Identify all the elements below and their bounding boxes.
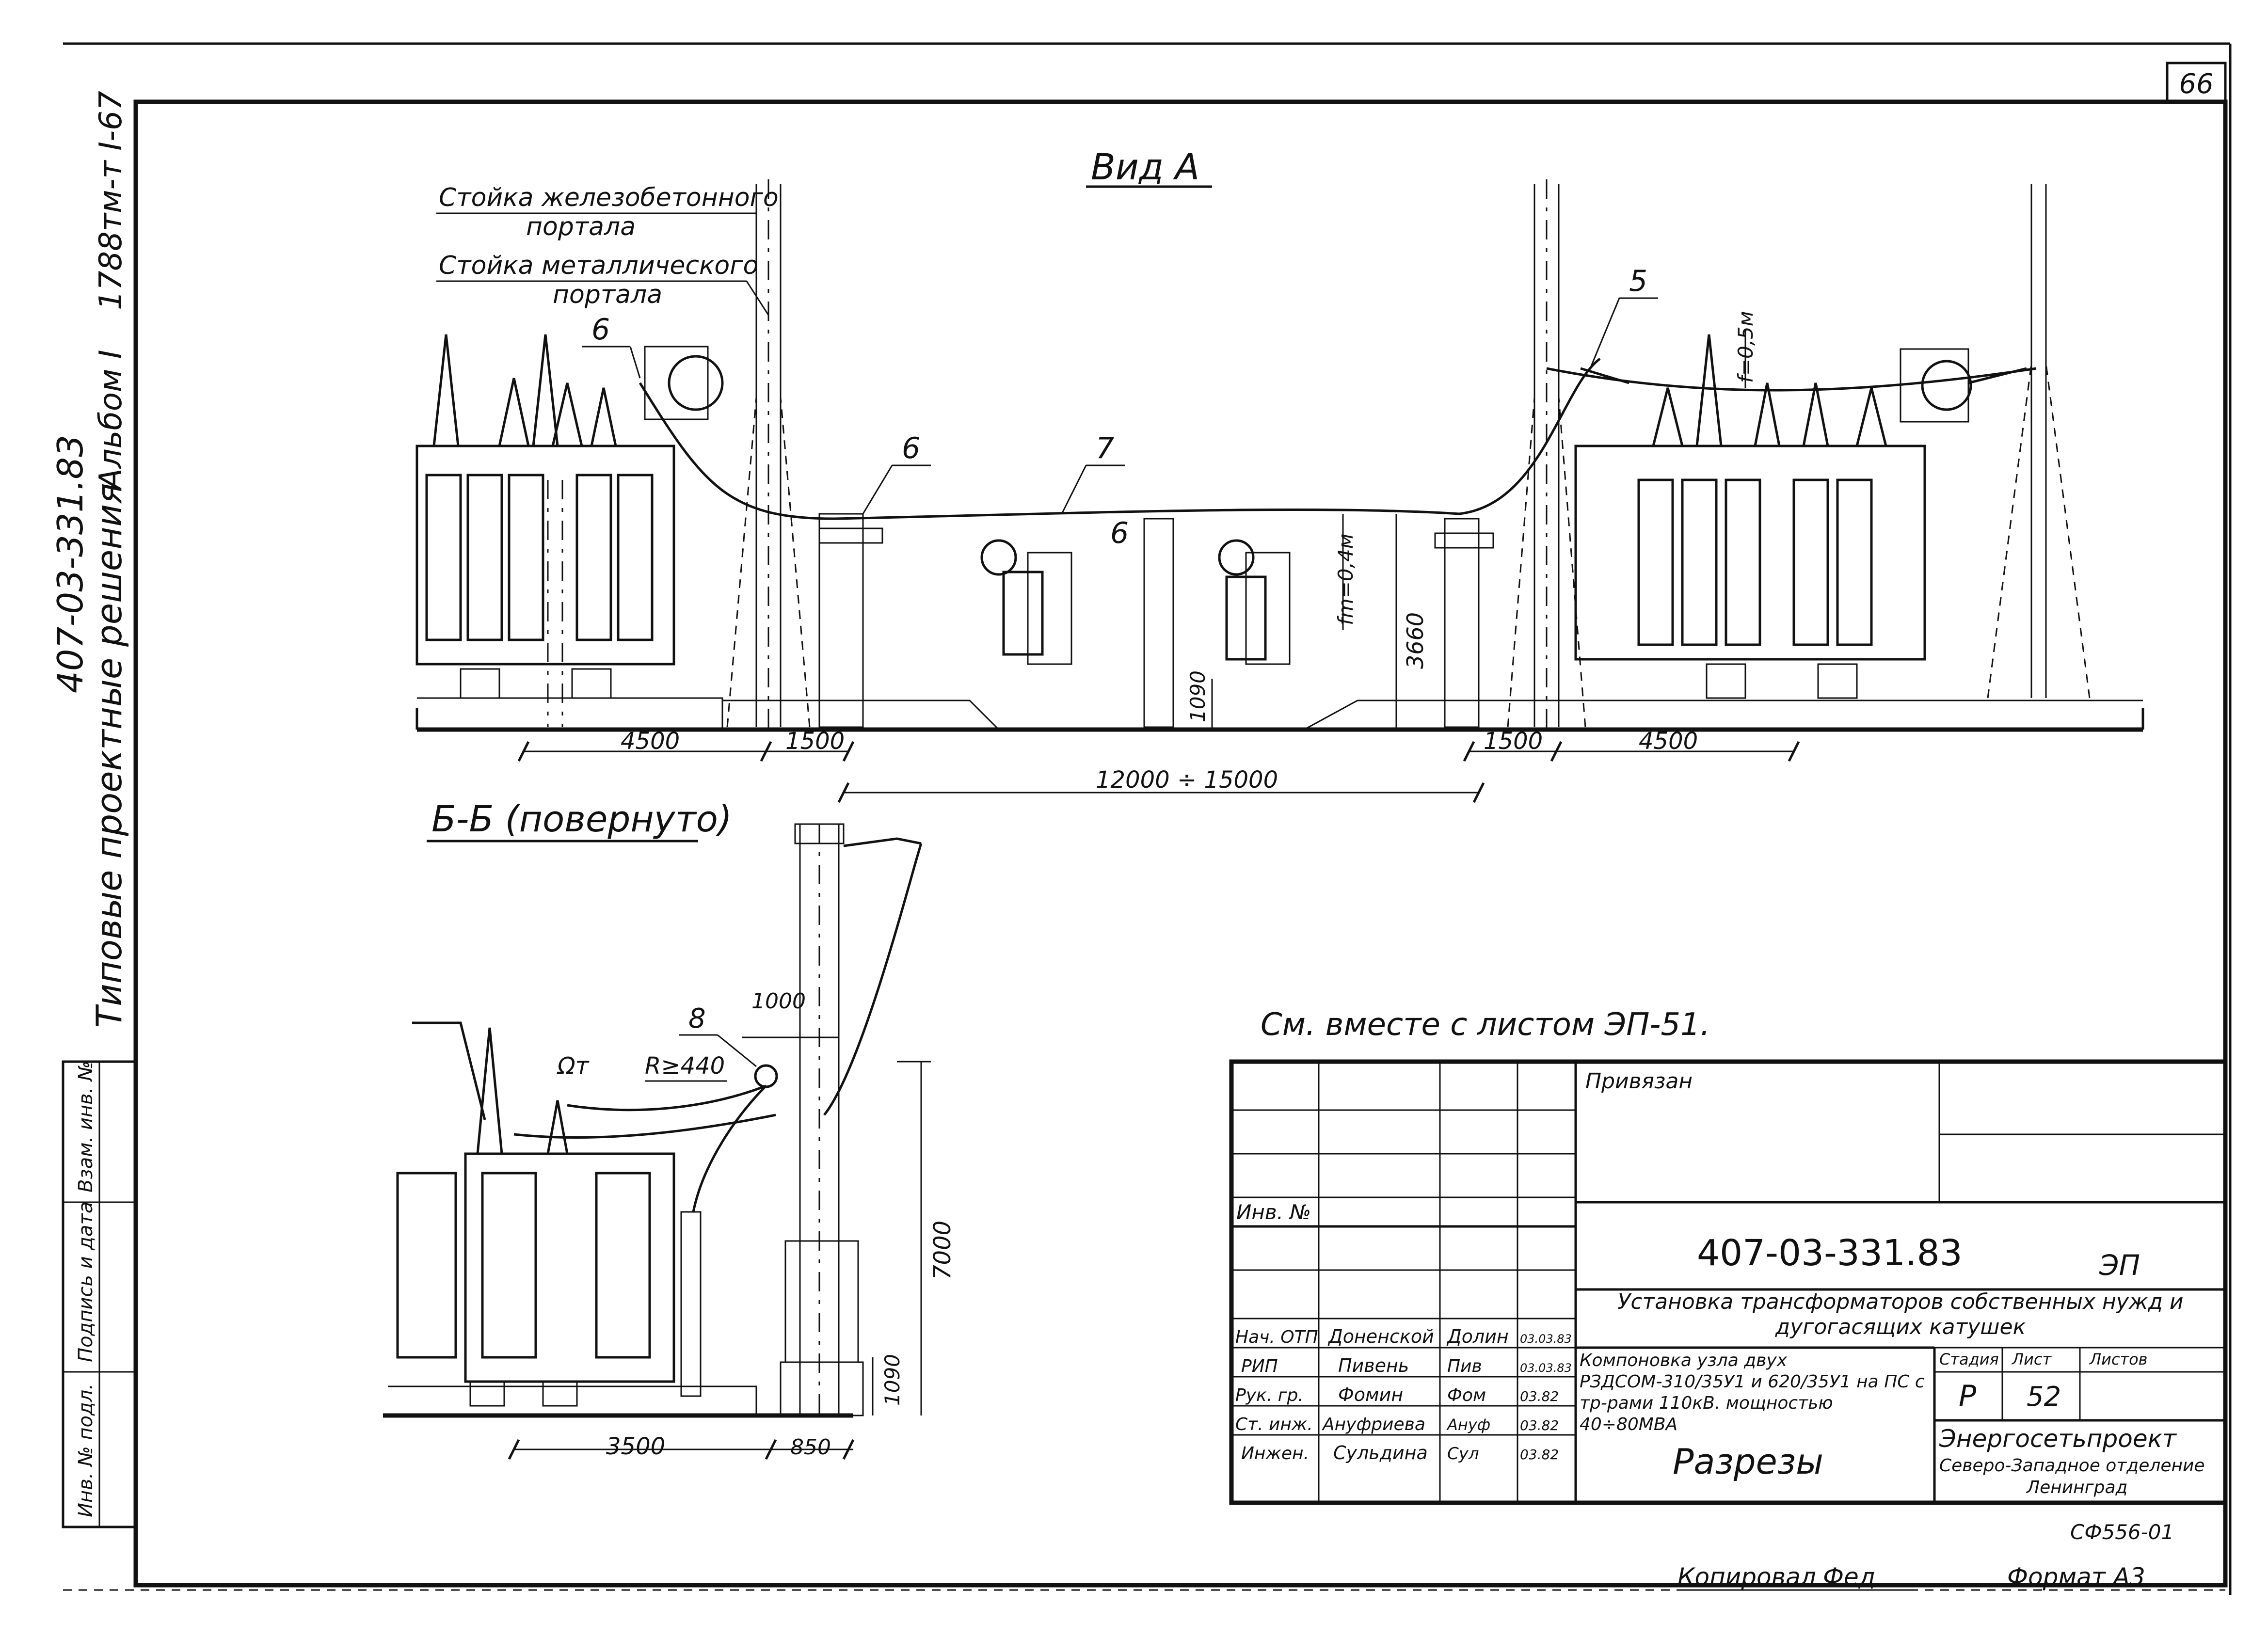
bb-dim-1000: 1000 xyxy=(751,989,806,1014)
bb-mark-8: 8 xyxy=(688,1003,706,1034)
left-transformer xyxy=(415,334,724,727)
svg-text:Инжен.: Инжен. xyxy=(1241,1444,1309,1463)
busbar-conductor xyxy=(639,358,1601,520)
page-number: 66 xyxy=(2179,68,2213,100)
page-number-box xyxy=(2166,62,2227,103)
svg-text:Доненской: Доненской xyxy=(1327,1326,1434,1347)
tb-inv-label: Инв. № xyxy=(1236,1200,1311,1224)
see-also-note: См. вместе с листом ЭП-51. xyxy=(1261,1007,1710,1043)
svg-text:Рук. гр.: Рук. гр. xyxy=(1235,1385,1304,1405)
bb-dim-850: 850 xyxy=(790,1435,831,1460)
right-portal xyxy=(1507,179,2091,730)
view-a-title: Вид А xyxy=(1091,146,1199,188)
right-transformer xyxy=(1574,334,1972,699)
left-stamp: Взам. инв. № Подпись и дата Инв. № подл. xyxy=(62,1060,137,1528)
mark-5: 5 xyxy=(1629,264,1647,298)
signature-row: РИП Пивень Пив 03.03.83 xyxy=(1241,1355,1572,1376)
bb-dim-1090: 1090 xyxy=(880,1354,904,1406)
mark-6c: 6 xyxy=(1110,516,1129,550)
upper-conductor xyxy=(1546,367,2037,392)
svg-text:03.82: 03.82 xyxy=(1520,1447,1559,1463)
tb-designation: 407-03-331.83 xyxy=(1697,1232,1963,1274)
format-label: Формат А3 xyxy=(2007,1563,2145,1591)
callout-rc-portal-2: портала xyxy=(526,212,636,241)
copy-code: СФ556-01 xyxy=(2070,1520,2174,1544)
svg-text:Сульдина: Сульдина xyxy=(1333,1442,1428,1463)
callout-metal-portal-1: Стойка металлического xyxy=(439,251,758,280)
mark-6a: 6 xyxy=(591,313,610,347)
dim-3660: 3660 xyxy=(1402,612,1428,669)
drawing-frame xyxy=(133,99,2228,1588)
svg-text:03.82: 03.82 xyxy=(1520,1388,1559,1404)
side-doc-number: 407-03-331.83 xyxy=(50,435,91,693)
svg-text:Фомин: Фомин xyxy=(1338,1384,1403,1405)
tb-org-2: Северо-Западное отделение xyxy=(1939,1456,2205,1476)
tb-sheet-value: 52 xyxy=(2027,1381,2061,1413)
left-portal xyxy=(726,179,811,730)
callout-metal-portal-2: портала xyxy=(553,280,662,309)
svg-text:Пив: Пив xyxy=(1447,1356,1482,1376)
tb-object-name: Установка трансформаторов собственных ну… xyxy=(1617,1289,2184,1339)
bb-transformer xyxy=(464,1152,675,1383)
tb-sheet-header: Лист xyxy=(2012,1350,2052,1368)
svg-text:Ануф: Ануф xyxy=(1446,1415,1490,1434)
signature-row: Рук. гр. Фомин Фом 03.82 xyxy=(1235,1384,1559,1405)
stamp-sign-date: Подпись и дата xyxy=(75,1202,97,1362)
svg-text:РИП: РИП xyxy=(1241,1356,1278,1376)
tb-code: ЭП xyxy=(2099,1249,2140,1282)
series-label: Типовые проектные решения xyxy=(89,483,129,1028)
svg-text:03.82: 03.82 xyxy=(1520,1417,1559,1433)
bb-radius: R≥440 xyxy=(645,1052,725,1080)
dim-4500-right: 4500 xyxy=(1639,728,1698,755)
dim-1500-right: 1500 xyxy=(1484,728,1543,755)
tb-drawing-desc: Компоновка узла двух РЗДСОМ-310/35У1 и 6… xyxy=(1580,1351,1925,1434)
inventory-label: 1788тм-т I-67 xyxy=(93,91,129,310)
tb-org-1: Энергосетьпроект xyxy=(1939,1425,2177,1453)
sag-mid: fm=0,4м xyxy=(1334,534,1358,625)
tb-sheets-header: Листов xyxy=(2089,1350,2148,1368)
view-a: Вид А xyxy=(415,146,2144,803)
copied-by-sign: Фед xyxy=(1823,1563,1875,1591)
mark-7: 7 xyxy=(1096,431,1114,465)
dim-12000-15000: 12000 ÷ 15000 xyxy=(1096,766,1278,794)
mark-6b: 6 xyxy=(902,431,920,465)
view-a-dimensions xyxy=(517,741,1800,803)
tb-sheet-title: Разрезы xyxy=(1673,1441,1823,1482)
stamp-replace-inv: Взам. инв. № xyxy=(75,1061,97,1193)
copied-by-label: Копировал xyxy=(1677,1563,1816,1591)
svg-text:Фом: Фом xyxy=(1447,1385,1486,1405)
svg-text:03.03.83: 03.03.83 xyxy=(1520,1361,1572,1375)
bb-dim-7000: 7000 xyxy=(929,1221,956,1280)
album-label: Альбом I xyxy=(93,350,129,492)
signature-row: Нач. ОТП Доненской Долин 03.03.83 xyxy=(1235,1326,1572,1347)
bb-dim-3500: 3500 xyxy=(606,1433,665,1460)
signature-row: Инжен. Сульдина Сул 03.82 xyxy=(1241,1442,1559,1463)
title-block: Привязан Инв. № 407-03-331.83 ЭП Установ… xyxy=(1229,1059,2228,1505)
tb-stage-value: Р xyxy=(1959,1379,1977,1413)
tb-stage-header: Стадия xyxy=(1939,1350,1999,1368)
callout-rc-portal-1: Стойка железобетонного xyxy=(439,183,779,212)
tb-privyazan: Привязан xyxy=(1585,1069,1693,1094)
svg-text:Нач. ОТП: Нач. ОТП xyxy=(1235,1327,1318,1347)
bb-om-label: Ωт xyxy=(557,1052,590,1080)
section-bb: Б-Б (повернуто) 8 1000 xyxy=(383,798,956,1460)
svg-text:Ст. инж.: Ст. инж. xyxy=(1235,1415,1313,1434)
svg-text:Ануфриева: Ануфриева xyxy=(1322,1415,1425,1434)
dim-1500-left: 1500 xyxy=(785,728,845,755)
signature-row: Ст. инж. Ануфриева Ануф 03.82 xyxy=(1235,1415,1559,1434)
svg-text:Пивень: Пивень xyxy=(1338,1355,1409,1376)
stamp-orig-inv: Инв. № подл. xyxy=(75,1384,97,1517)
svg-text:Сул: Сул xyxy=(1447,1444,1479,1463)
dim-1090-a: 1090 xyxy=(1186,670,1210,722)
svg-text:03.03.83: 03.03.83 xyxy=(1520,1332,1572,1346)
svg-text:Долин: Долин xyxy=(1446,1326,1509,1347)
dim-4500-left: 4500 xyxy=(621,728,680,755)
section-bb-title: Б-Б (повернуто) xyxy=(431,798,732,840)
tb-org-3: Ленинград xyxy=(2026,1478,2127,1497)
middle-apparatus xyxy=(818,513,1494,728)
